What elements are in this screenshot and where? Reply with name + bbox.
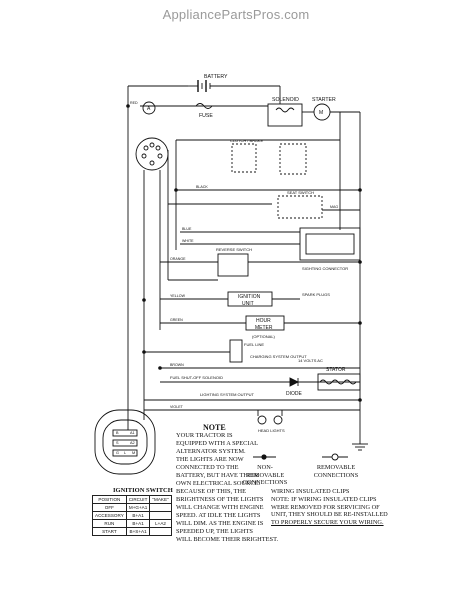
note-title: NOTE xyxy=(203,423,226,432)
ignition-switch-table: POSITION CIRCUIT "MAKE" OFF M+G+A1 ACCES… xyxy=(92,495,172,536)
table-header: POSITION xyxy=(92,495,127,504)
wire-orange-label: ORANGE xyxy=(170,257,186,261)
table-cell: M+G+A1 xyxy=(125,503,151,512)
note-line: SPEEDED UP, THE LIGHTS xyxy=(176,528,253,535)
legend-removable-line: REMOVABLE xyxy=(316,464,356,471)
note-line: WILL CHANGE WITH ENGINE xyxy=(176,504,264,511)
terminal-b: B xyxy=(116,431,119,435)
wire-yellow-label: YELLOW xyxy=(170,294,186,298)
starter-m-label: M xyxy=(319,110,323,116)
wiring-title: WIRING INSULATED CLIPS xyxy=(271,488,350,495)
diode-label: DIODE xyxy=(286,391,303,397)
terminal-a2: A2 xyxy=(130,441,135,445)
charging-output-label: CHARGING SYSTEM OUTPUT xyxy=(250,354,307,359)
lighting-output-label: LIGHTING SYSTEM OUTPUT xyxy=(200,392,255,397)
table-row: RUN B+A1 L+A2 xyxy=(92,519,172,528)
wire-green-label: GREEN xyxy=(170,318,183,322)
hour-meter-label-2: METER xyxy=(255,325,273,331)
note-line: BECAUSE OF THIS, THE xyxy=(176,488,247,495)
fuel-shutoff-label: FUEL SHUT-OFF SOLENOID xyxy=(170,375,223,380)
head-lights-label: HEAD LIGHTS xyxy=(258,428,285,433)
watermark: AppliancePartsPros.com xyxy=(162,7,310,22)
wire-brown-label: BROWN xyxy=(170,363,184,367)
terminal-s: S xyxy=(116,441,119,445)
note-line: CONNECTED TO THE xyxy=(176,464,239,471)
table-cell: START xyxy=(92,527,127,536)
stator-label: STATOR xyxy=(326,367,346,373)
legend-non-removable-line: NON-REMOVABLE xyxy=(245,464,285,479)
hour-meter-label-1: HOUR xyxy=(256,318,271,324)
terminal-l: L xyxy=(124,451,126,455)
table-row: OFF M+G+A1 xyxy=(92,503,172,512)
note-line: OWN ELECTRICAL SOURCE. xyxy=(176,480,261,487)
reverse-switch-label: REVERSE SWITCH xyxy=(216,247,252,252)
wiring-line: WERE REMOVED FOR SERVICING OF xyxy=(271,503,380,511)
table-header-row: POSITION CIRCUIT "MAKE" xyxy=(92,495,172,504)
fuse-label: FUSE xyxy=(199,113,213,119)
note-line: THE LIGHTS ARE NOW xyxy=(176,456,244,463)
note-line: EQUIPPED WITH A SPECIAL xyxy=(176,440,259,447)
note-line: YOUR TRACTOR IS xyxy=(176,432,233,439)
wiring-line: NOTE: IF WIRING INSULATED CLIPS xyxy=(271,495,377,503)
seat-switch-label: SEAT SWITCH xyxy=(287,190,314,195)
clutch-brake-label: CLUTCH / BRAKE xyxy=(230,138,263,143)
ignition-switch-title: IGNITION SWITCH xyxy=(113,487,173,494)
table-cell: L+A2 xyxy=(149,519,172,528)
legend-removable-line: CONNECTIONS xyxy=(313,471,359,479)
wiring-line: UNIT, THEY SHOULD BE RE-INSTALLED xyxy=(271,511,388,519)
note-line: SPEED. AT IDLE THE LIGHTS xyxy=(176,512,261,519)
terminal-a1: A1 xyxy=(130,431,135,435)
ignition-unit-label-2: UNIT xyxy=(242,301,254,307)
legend-removable: REMOVABLE CONNECTIONS xyxy=(310,464,362,479)
wire-violet-label: VIOLET xyxy=(170,405,184,409)
table-cell xyxy=(149,527,172,536)
optional-label: (OPTIONAL) xyxy=(252,334,276,339)
table-row: START B+S+A1 xyxy=(92,527,172,536)
sighting-connector-label: SIGHTING CONNECTOR xyxy=(302,266,348,271)
solenoid-label: SOLENOID xyxy=(272,97,299,103)
wire-blue-label: BLUE xyxy=(182,227,192,231)
wiring-clips-note: WIRING INSULATED CLIPS NOTE: IF WIRING I… xyxy=(271,488,471,527)
battery-label: BATTERY xyxy=(204,74,228,80)
mag-label: MAG xyxy=(330,205,338,209)
table-cell: B+A1 xyxy=(125,519,151,528)
table-cell: B+A1 xyxy=(125,511,151,520)
table-cell: OFF xyxy=(92,503,127,512)
table-row: ACCESSORY B+A1 xyxy=(92,511,172,520)
table-cell xyxy=(149,503,172,512)
fuel-line-label: FUEL LINE xyxy=(244,342,264,347)
ignition-unit-label-1: IGNITION xyxy=(238,294,261,300)
wiring-line: TO PROPERLY SECURE YOUR WIRING. xyxy=(271,519,384,527)
table-cell: B+S+A1 xyxy=(125,527,151,536)
note-line: BRIGHTNESS OF THE LIGHTS xyxy=(176,496,264,503)
terminal-g: G xyxy=(116,451,119,455)
table-cell: ACCESSORY xyxy=(92,511,127,520)
note-line: WILL DIM. AS THE ENGINE IS xyxy=(176,520,264,527)
wire-red-label: RED xyxy=(130,101,138,105)
terminal-m: M xyxy=(132,451,135,455)
note-line: BATTERY, BUT HAVE THEIR xyxy=(176,472,259,479)
table-header: CIRCUIT xyxy=(125,495,151,504)
ammeter-label: A xyxy=(147,106,151,112)
note-body: YOUR TRACTOR IS EQUIPPED WITH A SPECIAL … xyxy=(176,432,296,544)
table-cell: RUN xyxy=(92,519,127,528)
table-cell xyxy=(149,511,172,520)
starter-label: STARTER xyxy=(312,97,336,103)
legend-non-removable: NON-REMOVABLE CONNECTIONS xyxy=(240,464,290,487)
wire-black-label: BLACK xyxy=(196,185,208,189)
volts-ac-label: 14 VOLTS AC xyxy=(298,358,323,363)
note-line: WILL BECOME THEIR BRIGHTEST. xyxy=(176,536,279,543)
spark-plugs-label: SPARK PLUGS xyxy=(302,292,330,297)
note-line: ALTERNATOR SYSTEM. xyxy=(176,448,246,455)
legend-non-removable-line: CONNECTIONS xyxy=(242,479,288,486)
table-header: "MAKE" xyxy=(149,495,172,504)
wire-white-label: WHITE xyxy=(182,239,194,243)
